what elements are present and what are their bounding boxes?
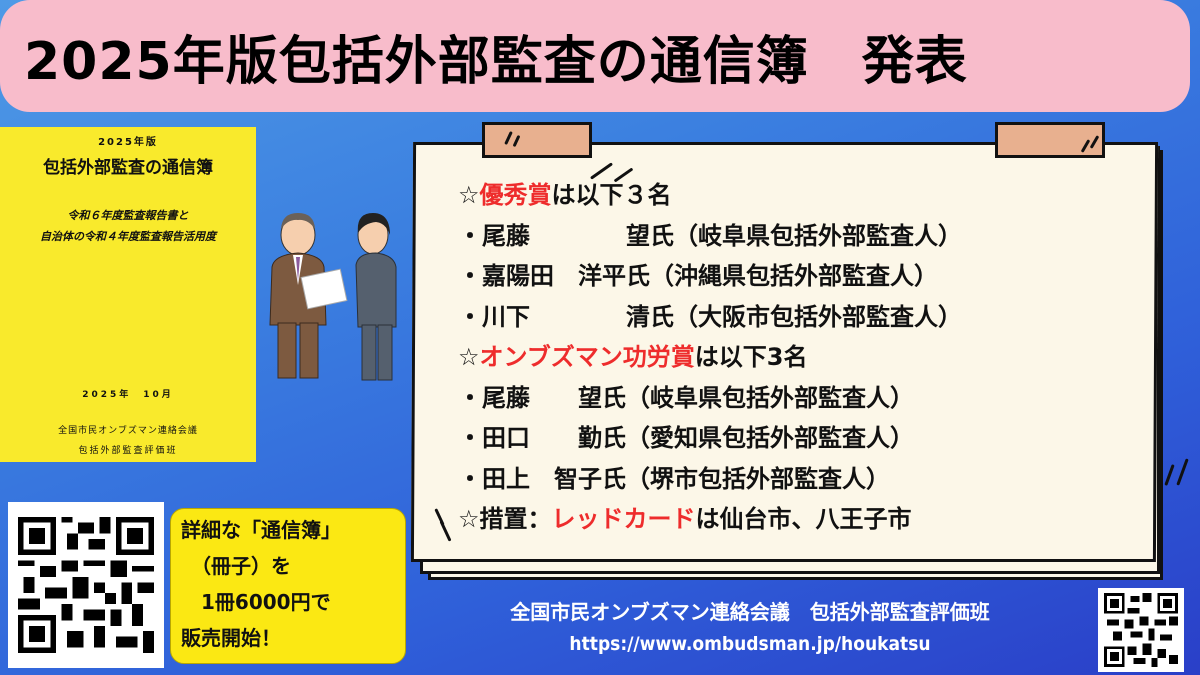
announcement-list: ☆優秀賞は以下３名 ・尾藤 望氏（岐阜県包括外部監査人） ・嘉陽田 洋平氏（沖縄… [458,175,1138,540]
award-name: 優秀賞 [479,181,552,209]
book-date: 2025年 10月 [82,390,174,400]
measure-targets: は仙台市、八王子市 [695,505,912,533]
star-icon: ☆ [458,343,480,371]
winner-item: ・尾藤 望氏（岐阜県包括外部監査人） [458,383,914,412]
excellence-award-heading: ☆優秀賞は以下３名 [458,175,1138,216]
book-organization: 全国市民オンブズマン連絡会議 [58,426,198,436]
promo-line: 詳細な「通信簿」 [181,518,341,542]
winner-item: ・嘉陽田 洋平氏（沖縄県包括外部監査人） [458,262,938,290]
award-count: は以下３名 [551,181,672,209]
tape-tab-left [482,122,592,158]
decoration-stroke [1164,464,1175,486]
tape-tab-right [995,122,1105,158]
award-count: は以下3名 [694,343,808,371]
book-edition: 2025年版 [98,137,158,148]
decoration-stroke [1176,458,1189,486]
book-subtitle-line2: 自治体の令和４年度監査報告活用度 [40,230,216,243]
book-team: 包括外部監査評価班 [78,446,178,456]
star-icon: ☆ [458,181,480,209]
footer-url-link[interactable]: https://www.ombudsman.jp/houkatsu [569,633,931,655]
measure-prefix: ☆措置： [458,505,552,533]
footer-organization: 全国市民オンブズマン連絡会議 包括外部監査評価班 [510,600,990,624]
footer: 全国市民オンブズマン連絡会議 包括外部監査評価班 https://www.omb… [410,596,1090,655]
sales-promo-box[interactable]: 詳細な「通信簿」 （冊子）を 1冊6000円で 販売開始！ [170,508,406,664]
award-presentation-icon [258,205,408,385]
promo-line: 販売開始！ [181,626,281,650]
winner-item: ・川下 清氏（大阪市包括外部監査人） [458,302,962,331]
measure-line: ☆措置：レッドカードは仙台市、八王子市 [458,499,1138,540]
qr-code-icon[interactable] [8,502,164,668]
winner-item: ・田口 勤氏（愛知県包括外部監査人） [458,424,914,452]
book-cover[interactable]: 2025年版 包括外部監査の通信簿 令和６年度監査報告書と 自治体の令和４年度監… [0,127,256,462]
winner-item: ・尾藤 望氏（岐阜県包括外部監査人） [458,221,962,250]
book-subtitle-line1: 令和６年度監査報告書と [67,209,189,222]
red-card-label: レッドカード [551,505,696,533]
title-banner: 2025年版包括外部監査の通信簿 発表 [0,0,1190,112]
book-subtitle: 令和６年度監査報告書と 自治体の令和４年度監査報告活用度 [0,205,256,247]
winner-item: ・田上 智子氏（堺市包括外部監査人） [458,464,890,493]
award-name: オンブズマン功労賞 [479,343,695,371]
promo-line: 1冊6000円で [181,590,331,614]
book-title: 包括外部監査の通信簿 [43,158,213,178]
promo-line: （冊子）を [181,554,291,578]
announcement-card: ☆優秀賞は以下３名 ・尾藤 望氏（岐阜県包括外部監査人） ・嘉陽田 洋平氏（沖縄… [408,120,1189,585]
page-title: 2025年版包括外部監査の通信簿 発表 [24,31,968,92]
ombudsman-award-heading: ☆オンブズマン功労賞は以下3名 [458,337,1138,378]
qr-code-icon[interactable] [1098,588,1184,672]
